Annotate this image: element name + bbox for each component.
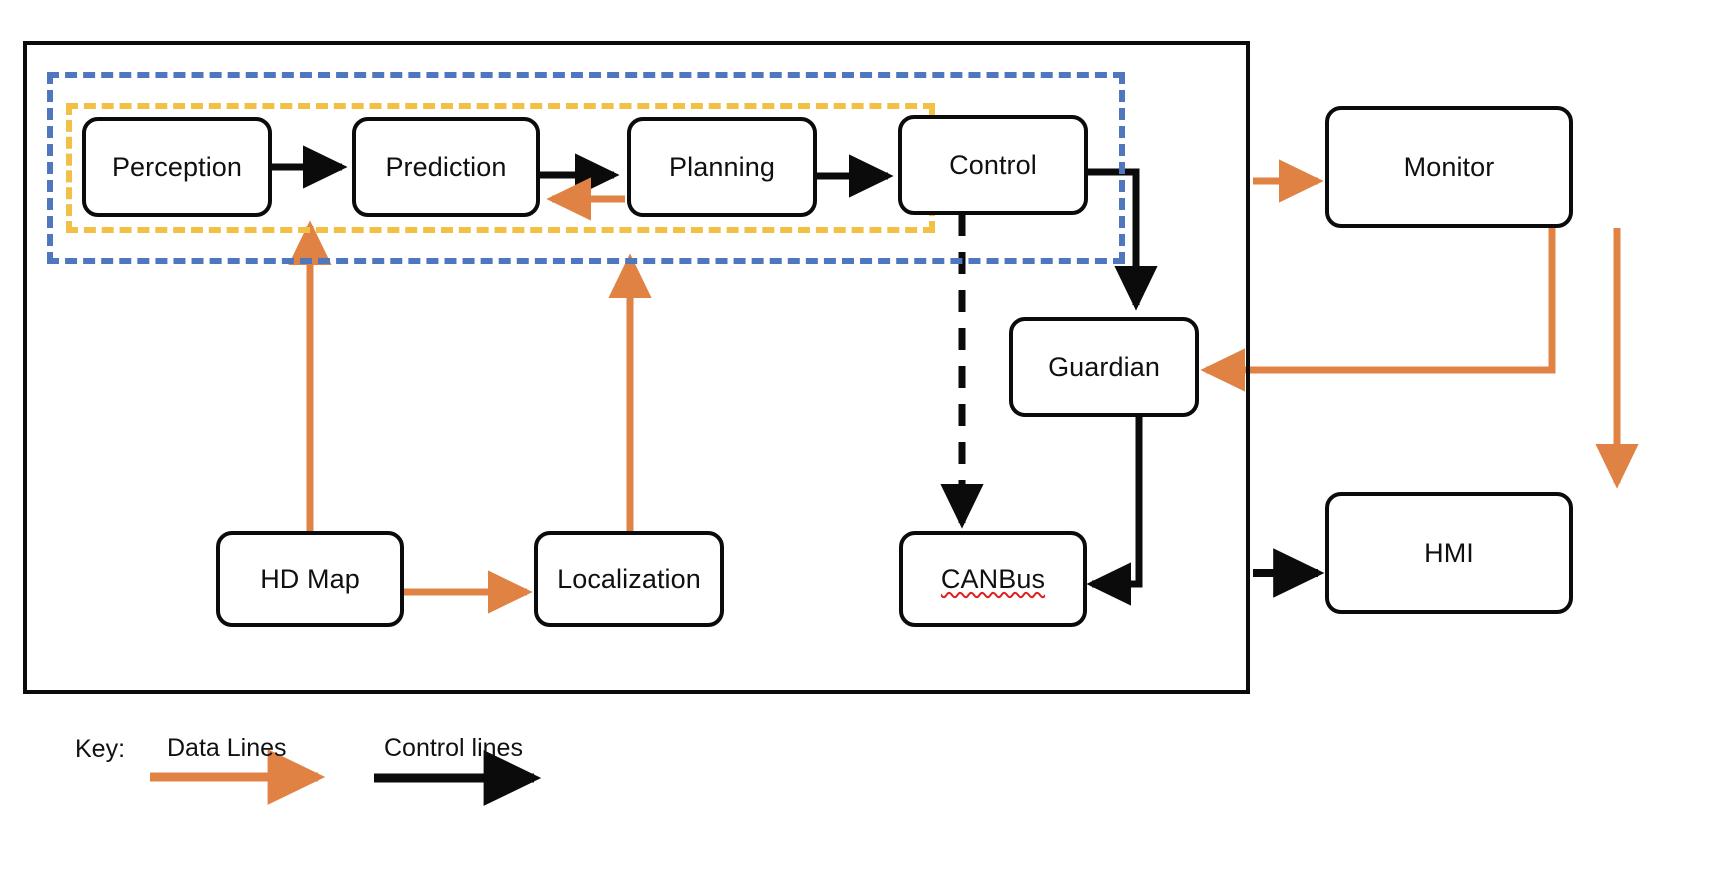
node-control-label: Control (949, 149, 1037, 180)
node-guardian[interactable]: Guardian (1009, 317, 1199, 417)
node-hd-map[interactable]: HD Map (216, 531, 404, 627)
node-hd-map-label: HD Map (260, 563, 360, 594)
node-monitor-label: Monitor (1403, 151, 1495, 182)
node-control[interactable]: Control (898, 115, 1088, 215)
node-localization-label: Localization (557, 563, 701, 594)
node-guardian-label: Guardian (1048, 351, 1160, 382)
node-planning-label: Planning (669, 151, 775, 182)
node-prediction[interactable]: Prediction (352, 117, 540, 217)
node-monitor[interactable]: Monitor (1325, 106, 1573, 228)
node-hmi[interactable]: HMI (1325, 492, 1573, 614)
node-perception[interactable]: Perception (82, 117, 272, 217)
node-canbus[interactable]: CANBus (899, 531, 1087, 627)
node-perception-label: Perception (111, 151, 243, 182)
edge-monitor-to-guardian (1200, 228, 1556, 392)
node-hmi-label: HMI (1424, 537, 1474, 568)
node-localization[interactable]: Localization (534, 531, 724, 627)
legend-control-lines-label: Control lines (384, 734, 523, 762)
node-prediction-label: Prediction (385, 151, 507, 182)
legend-key-label: Key: (75, 735, 126, 763)
node-canbus-label: CANBus (940, 563, 1046, 594)
blue-dashed-group (47, 72, 1125, 264)
node-planning[interactable]: Planning (627, 117, 817, 217)
legend-data-lines-label: Data Lines (167, 734, 287, 762)
